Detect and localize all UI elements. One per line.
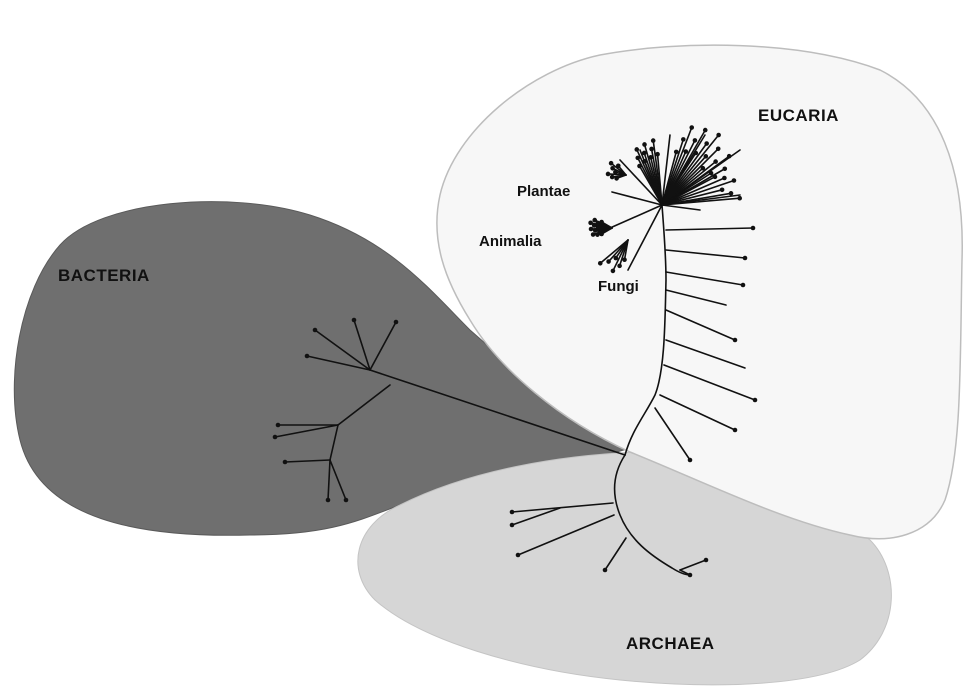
branch-tip-dot xyxy=(622,257,627,262)
branch-tip-dot xyxy=(720,187,725,192)
branch-tip-dot xyxy=(729,191,734,196)
branch-tip-dot xyxy=(642,151,647,156)
branch-tip-dot xyxy=(642,159,647,164)
animalia-label: Animalia xyxy=(479,233,542,250)
branch-tip-dot xyxy=(737,196,742,201)
branch-tip-dot xyxy=(716,133,721,138)
branch-tip-dot xyxy=(352,318,357,323)
branch-tip-dot xyxy=(599,220,604,225)
branch-tip-dot xyxy=(703,128,708,133)
branch-tip-dot xyxy=(716,146,721,151)
branch-tip-dot xyxy=(649,147,654,152)
branch-tip-dot xyxy=(688,573,693,578)
branch-tip-dot xyxy=(733,428,738,433)
branch-tip-dot xyxy=(732,178,737,183)
branch-tip-dot xyxy=(305,354,310,359)
branch-tip-dot xyxy=(655,152,660,157)
branch-tip-dot xyxy=(751,226,756,231)
eucaria-label: EUCARIA xyxy=(758,106,839,126)
branch-tip-dot xyxy=(606,172,611,177)
branch-tip-dot xyxy=(704,558,709,563)
branch-tip-dot xyxy=(701,166,706,171)
branch-tip-dot xyxy=(589,227,594,232)
branch-tip-dot xyxy=(651,138,656,143)
branch-tip-dot xyxy=(614,256,619,261)
branch-tip-dot xyxy=(591,232,596,237)
branch-tip-dot xyxy=(611,269,616,274)
branch-tip-dot xyxy=(588,221,593,226)
fungi-label: Fungi xyxy=(598,278,639,295)
branch-tip-dot xyxy=(713,175,718,180)
branch-tip-dot xyxy=(344,498,349,503)
branch-tip-dot xyxy=(276,423,281,428)
branch-tip-dot xyxy=(610,166,615,171)
branch-tip-dot xyxy=(753,398,758,403)
branch-tip-dot xyxy=(510,510,515,515)
branch-tip-dot xyxy=(313,328,318,333)
branch-tip-dot xyxy=(733,338,738,343)
branch-tip-dot xyxy=(722,176,727,181)
branch-tip-dot xyxy=(674,150,679,155)
branch-tip-dot xyxy=(709,171,714,176)
branch-tip-dot xyxy=(603,568,608,573)
branch-tip-dot xyxy=(616,164,621,169)
branch-tip-dot xyxy=(273,435,278,440)
branch-tip-dot xyxy=(592,218,597,223)
branch-tip-dot xyxy=(394,320,399,325)
bacteria-label: BACTERIA xyxy=(58,266,150,286)
branch-tip-dot xyxy=(613,170,618,175)
branch-tip-dot xyxy=(614,176,619,181)
plantae-label: Plantae xyxy=(517,183,570,200)
branch-tip-dot xyxy=(635,156,640,161)
branch-tip-dot xyxy=(693,151,698,156)
branch-tip-dot xyxy=(689,125,694,130)
branch-tip-dot xyxy=(606,259,611,264)
branch-tip-dot xyxy=(743,256,748,261)
branch-tip-dot xyxy=(637,164,642,169)
branch-tip-dot xyxy=(704,154,709,159)
branch-tip-dot xyxy=(610,175,615,180)
archaea-label: ARCHAEA xyxy=(626,634,715,654)
branch-tip-dot xyxy=(741,283,746,288)
branch-tip-dot xyxy=(722,166,727,171)
branch-tip-dot xyxy=(693,138,698,143)
branch-tip-dot xyxy=(704,141,709,146)
branch-tip-dot xyxy=(617,264,622,269)
branch-tip-dot xyxy=(326,498,331,503)
branch-tip-dot xyxy=(642,142,647,147)
branch-tip-dot xyxy=(648,155,653,160)
branch-tip-dot xyxy=(727,154,732,159)
branch-tip-dot xyxy=(609,161,614,166)
branch-tip-dot xyxy=(516,553,521,558)
branch-tip-dot xyxy=(681,137,686,142)
branch-tip-dot xyxy=(713,159,718,164)
branch-tip-dot xyxy=(283,460,288,465)
branch-tip-dot xyxy=(688,458,693,463)
branch-tip-dot xyxy=(634,147,639,152)
branch-tip-dot xyxy=(598,261,603,266)
branch-tip-dot xyxy=(510,523,515,528)
branch-tip-dot xyxy=(683,149,688,154)
